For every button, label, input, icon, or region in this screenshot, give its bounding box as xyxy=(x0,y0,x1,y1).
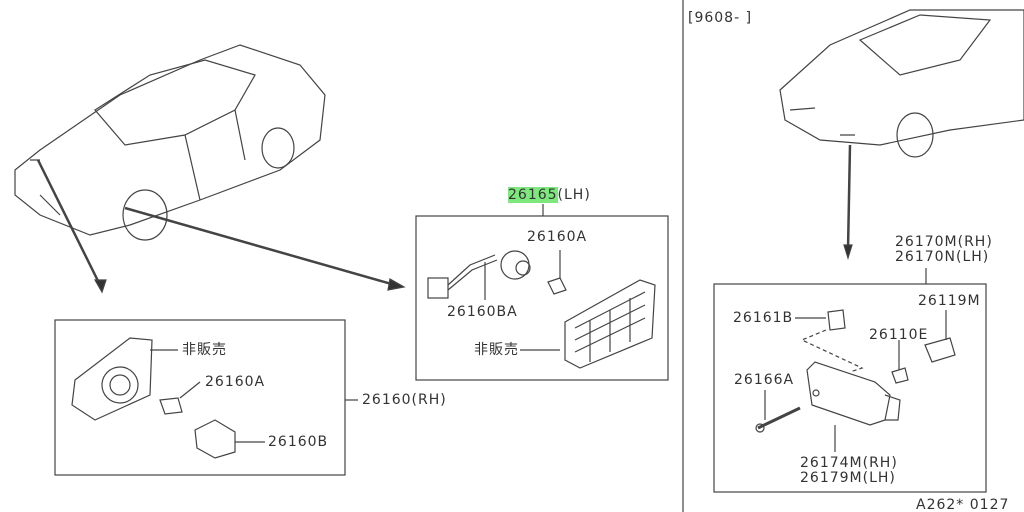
left-assembly-box xyxy=(54,319,346,476)
arrow-left xyxy=(36,159,102,286)
middle-assembly-box xyxy=(415,215,669,381)
part-label-not-for-sale-left: 非販売 xyxy=(182,342,227,358)
bulb-left xyxy=(159,397,183,415)
car-illustration-left xyxy=(14,44,326,241)
part-label-26160b[interactable]: 26160B xyxy=(268,434,329,450)
harness-socket-middle xyxy=(427,250,531,299)
part-label-not-for-sale-middle: 非販売 xyxy=(474,342,519,358)
highlighted-part-number[interactable]: 26165 xyxy=(508,187,558,203)
arrow-middle xyxy=(124,206,396,287)
assembly-label-26160-rh[interactable]: 26160(RH) xyxy=(362,392,447,408)
arrow-right xyxy=(846,144,852,251)
assembly-label-26170n-lh[interactable]: 26170N(LH) xyxy=(895,249,990,265)
screw-right xyxy=(757,406,801,430)
socket-right xyxy=(924,337,956,363)
clip-right xyxy=(827,309,846,331)
part-label-26160ba[interactable]: 26160BA xyxy=(447,304,518,320)
diagram-code: A262* 0127 xyxy=(916,497,1010,512)
arrowhead-right xyxy=(843,244,853,261)
side-marker-lens-middle xyxy=(564,279,656,369)
side-marker-lamp-left xyxy=(71,337,153,421)
bulb-right xyxy=(891,367,909,384)
right-assembly-box xyxy=(713,283,987,493)
part-label-26119m[interactable]: 26119M xyxy=(918,293,981,309)
fog-lamp-body-right xyxy=(806,361,901,426)
arrowhead-left xyxy=(93,279,107,294)
part-label-26160a-middle[interactable]: 26160A xyxy=(527,229,588,245)
date-range-label: [9608- ] xyxy=(688,10,753,26)
arrowhead-middle xyxy=(387,278,406,291)
part-side-suffix: (LH) xyxy=(557,187,591,203)
part-label-26110e[interactable]: 26110E xyxy=(869,327,929,343)
part-label-26166a[interactable]: 26166A xyxy=(734,372,795,388)
assembly-label-26165-lh[interactable]: 26165(LH) xyxy=(508,187,591,203)
bulb-middle xyxy=(547,277,567,295)
socket-left xyxy=(194,419,236,459)
part-label-26174m-rh[interactable]: 26174M(RH) xyxy=(800,455,898,471)
part-label-26179m-lh[interactable]: 26179M(LH) xyxy=(800,470,896,486)
assembly-label-26170m-rh[interactable]: 26170M(RH) xyxy=(895,234,993,250)
car-illustration-right xyxy=(779,9,1024,158)
part-label-26161b[interactable]: 26161B xyxy=(733,310,794,326)
part-label-26160a-left[interactable]: 26160A xyxy=(205,374,266,390)
